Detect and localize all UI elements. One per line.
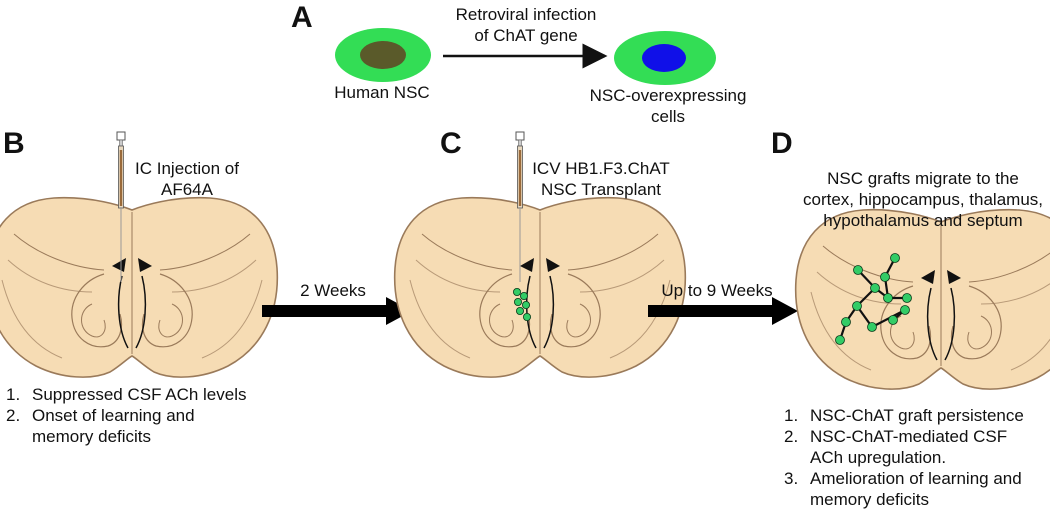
panel-d-outcome-2: 2. NSC-ChAT-mediated CSF ACh upregulatio…: [784, 426, 1024, 468]
ic-injection-label-line-2: AF64A: [161, 180, 213, 199]
panel-b-letter: B: [3, 127, 25, 160]
panel-a-diagram: [335, 28, 716, 85]
panel-c-letter: C: [440, 127, 462, 160]
transition-arrow-2: [648, 297, 798, 325]
transplant-graft-cluster: [513, 287, 532, 321]
chat-nsc-label-line-2: cells: [650, 107, 685, 126]
panel-c-brain: [393, 131, 687, 378]
icv-transplant-label: ICV HB1.F3.ChAT NSC Transplant: [526, 158, 676, 200]
panel-d-brain: [794, 208, 1050, 390]
outcome-number: 2.: [6, 406, 21, 425]
panel-b-outcome-1: 1. Suppressed CSF ACh levels: [6, 384, 247, 405]
panel-d-outcomes: 1. NSC-ChAT graft persistence 2. NSC-ChA…: [784, 405, 1024, 510]
outcome-number: 1.: [784, 406, 799, 425]
panel-d-outcome-1: 1. NSC-ChAT graft persistence: [784, 405, 1024, 426]
infection-label: Retroviral infection of ChAT gene: [450, 4, 602, 46]
outcome-text: Suppressed CSF ACh levels: [32, 385, 247, 404]
icv-transplant-label-line-2: NSC Transplant: [541, 180, 661, 199]
infection-label-line-1: Retroviral infection: [455, 5, 597, 24]
outcome-text-line-2: ACh upregulation.: [810, 448, 947, 467]
transition-arrow-1: [262, 297, 412, 325]
panel-a-letter: A: [291, 1, 313, 34]
ic-injection-label: IC Injection of AF64A: [128, 158, 246, 200]
migrated-graft-cells: [835, 253, 912, 345]
panel-b-outcome-2: 2. Onset of learning and memory deficits: [6, 405, 247, 447]
panel-d-letter: D: [771, 127, 793, 160]
human-nsc-label: Human NSC: [334, 83, 430, 102]
panel-d-outcome-3: 3. Amelioration of learning and memory d…: [784, 468, 1024, 510]
chat-nsc-nucleus: [642, 44, 686, 72]
outcome-text: NSC-ChAT graft persistence: [810, 406, 1024, 425]
chat-nsc-label: NSC-overexpressing cells: [585, 85, 751, 127]
infection-label-line-2: of ChAT gene: [474, 26, 578, 45]
outcome-text-line-1: NSC-ChAT-mediated CSF: [810, 427, 1008, 446]
migration-label-line-3: hypothalamus and septum: [823, 211, 1023, 230]
panel-b-outcomes: 1. Suppressed CSF ACh levels 2. Onset of…: [6, 384, 247, 447]
icv-transplant-label-line-1: ICV HB1.F3.ChAT: [532, 159, 670, 178]
outcome-text-line-2: memory deficits: [810, 490, 930, 509]
migration-label-line-2: cortex, hippocampus, thalamus,: [802, 190, 1043, 209]
outcome-text-line-2: memory deficits: [32, 427, 152, 446]
outcome-number: 1.: [6, 385, 21, 404]
human-nsc-nucleus: [360, 41, 406, 69]
migration-label: NSC grafts migrate to the cortex, hippoc…: [800, 168, 1046, 231]
transition-label-2: Up to 9 Weeks: [661, 281, 773, 300]
migration-label-line-1: NSC grafts migrate to the: [827, 169, 1019, 188]
outcome-text-line-1: Onset of learning and: [32, 406, 195, 425]
outcome-number: 2.: [784, 427, 799, 446]
outcome-text-line-1: Amelioration of learning and: [810, 469, 1022, 488]
chat-nsc-label-line-1: NSC-overexpressing: [589, 86, 747, 105]
ic-injection-label-line-1: IC Injection of: [135, 159, 239, 178]
outcome-number: 3.: [784, 469, 799, 488]
transition-label-1: 2 Weeks: [300, 281, 366, 300]
